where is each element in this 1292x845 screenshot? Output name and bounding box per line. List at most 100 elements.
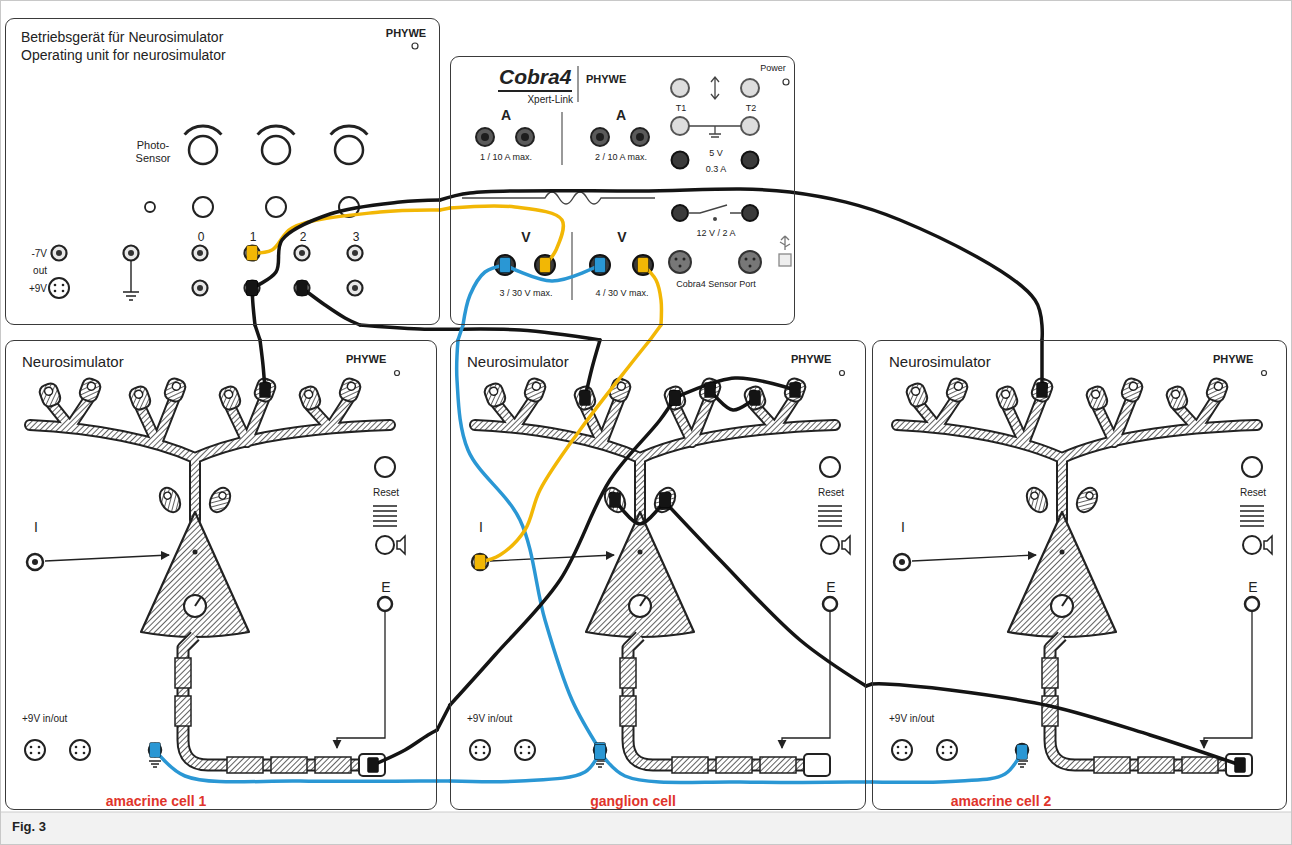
cobra4-drawing bbox=[631, 128, 649, 146]
neuron-drawing bbox=[470, 371, 850, 777]
operating-unit-drawing bbox=[197, 285, 203, 291]
cell-label: amacrine cell 1 bbox=[106, 793, 206, 809]
operating-unit-drawing bbox=[352, 285, 358, 291]
operating-unit-drawing bbox=[335, 136, 363, 164]
operating-unit-drawing bbox=[193, 197, 213, 217]
operating-unit-drawing bbox=[197, 250, 203, 256]
cobra4-drawing bbox=[745, 258, 748, 261]
panel-text: V bbox=[617, 229, 626, 245]
panel-text: I bbox=[34, 519, 38, 535]
cobra4-drawing bbox=[481, 133, 489, 141]
operating-unit-drawing bbox=[348, 246, 363, 261]
cable bbox=[255, 325, 260, 340]
cobra4-drawing bbox=[669, 251, 691, 273]
panel-text: PHYWE bbox=[791, 353, 831, 366]
cobra4-drawing bbox=[711, 77, 719, 99]
panel-text: +9V bbox=[29, 283, 47, 295]
cable-end bbox=[615, 500, 665, 524]
operating-unit-drawing bbox=[62, 284, 65, 287]
cobra4-drawing bbox=[739, 251, 761, 273]
cell-label: ganglion cell bbox=[590, 793, 676, 809]
operating-unit-drawing bbox=[49, 278, 69, 298]
panel-text: Xpert-Link bbox=[527, 94, 573, 106]
panel-text: I bbox=[479, 519, 483, 535]
cobra4-drawing bbox=[498, 90, 572, 92]
cable-plug bbox=[500, 258, 511, 273]
operating-unit-drawing bbox=[128, 250, 134, 256]
panel-text: Neurosimulator bbox=[22, 353, 124, 370]
operating-unit-drawing bbox=[193, 246, 208, 261]
panel-text: PHYWE bbox=[386, 27, 426, 40]
cable-end bbox=[585, 340, 600, 398]
panel-text: I bbox=[901, 519, 905, 535]
cobra4-drawing bbox=[780, 236, 790, 250]
cable-end bbox=[665, 502, 866, 686]
cable-plug bbox=[670, 391, 681, 406]
panel-text: Cobra4 bbox=[499, 65, 571, 89]
cobra4-drawing bbox=[672, 152, 759, 222]
panel-text: Cobra4 Sensor Port bbox=[676, 279, 756, 289]
cobra4-drawing bbox=[462, 66, 791, 300]
cable-end bbox=[463, 265, 505, 325]
operating-unit-drawing bbox=[54, 290, 57, 293]
panel-text: Power bbox=[760, 63, 786, 73]
cobra4-drawing bbox=[679, 265, 682, 268]
cobra4-drawing bbox=[476, 128, 494, 146]
operating-unit-drawing bbox=[145, 202, 155, 212]
operating-unit-drawing bbox=[185, 126, 368, 135]
cobra4-drawing bbox=[779, 254, 791, 266]
cable-plug bbox=[610, 493, 621, 508]
cable-plug bbox=[1235, 758, 1246, 773]
cable-plug bbox=[670, 391, 681, 406]
cable bbox=[458, 325, 463, 340]
operating-unit-drawing bbox=[412, 43, 418, 49]
panel-text: 4 / 30 V max. bbox=[595, 288, 648, 298]
cable-plug bbox=[595, 745, 606, 760]
panel-text: -7V bbox=[31, 248, 47, 260]
panel-text: PHYWE bbox=[586, 73, 626, 86]
cable-plug bbox=[790, 383, 801, 398]
operating-unit-drawing bbox=[49, 43, 418, 300]
panel-text: 12 V / 2 A bbox=[696, 228, 735, 238]
cable-end bbox=[710, 390, 755, 410]
operating-unit-drawing bbox=[245, 246, 260, 261]
panel-text: A bbox=[616, 107, 626, 123]
cable-end bbox=[872, 684, 1240, 765]
panel-text: Photo-Sensor bbox=[130, 139, 176, 164]
operating-unit-drawing bbox=[189, 136, 217, 164]
cable-plug bbox=[475, 555, 486, 570]
panel-text: PHYWE bbox=[1213, 353, 1253, 366]
cobra4-drawing bbox=[672, 205, 688, 221]
panel-text: 1 bbox=[250, 231, 257, 245]
operating-unit-drawing bbox=[124, 246, 139, 261]
operating-unit-drawing bbox=[54, 284, 57, 287]
panel-text: 3 bbox=[353, 231, 360, 245]
device-panel: NeurosimulatorPHYWEIResetE+9V in/outamac… bbox=[5, 340, 437, 810]
cable bbox=[437, 779, 450, 783]
cable-end bbox=[252, 200, 440, 288]
cable-plug bbox=[580, 391, 591, 406]
cobra4-drawing bbox=[596, 133, 604, 141]
cable-plug bbox=[660, 493, 671, 508]
caption-rule bbox=[1, 812, 1291, 813]
operating-unit-drawing bbox=[295, 281, 310, 296]
operating-unit-drawing bbox=[123, 261, 139, 300]
panel-text: 0.3 A bbox=[706, 164, 727, 174]
cobra4-drawing bbox=[591, 128, 609, 146]
cable-end bbox=[480, 340, 650, 562]
cable-plug bbox=[638, 258, 649, 273]
connectors bbox=[255, 189, 1042, 782]
panel-text: T1 bbox=[676, 103, 687, 113]
operating-unit-drawing bbox=[56, 250, 358, 291]
panel-text: out bbox=[33, 265, 47, 277]
cobra4-drawing bbox=[671, 117, 689, 135]
panel-text: Neurosimulator bbox=[467, 353, 569, 370]
cobra4-drawing bbox=[671, 79, 689, 97]
cable-plug bbox=[595, 745, 606, 760]
panel-text: A bbox=[501, 107, 511, 123]
operating-unit-drawing bbox=[245, 281, 260, 296]
operating-unit-drawing bbox=[266, 197, 286, 217]
panel-text: Reset bbox=[818, 487, 844, 499]
